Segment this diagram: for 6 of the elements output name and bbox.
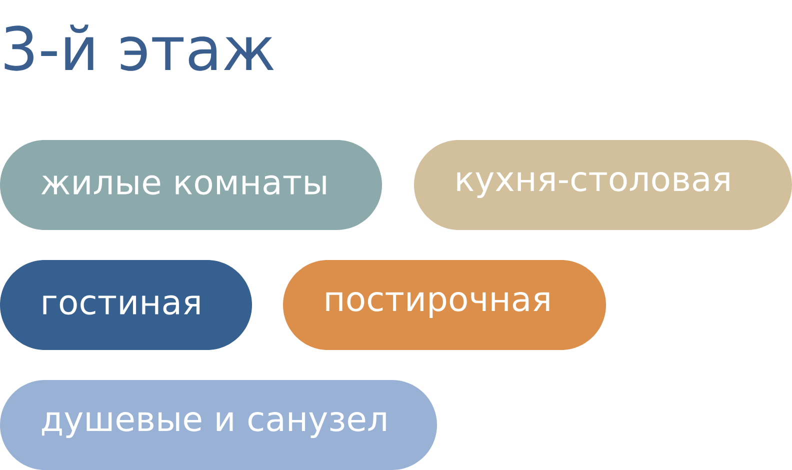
legend-item: жилые комнаты <box>0 140 382 230</box>
title: 3-й этаж <box>4 24 274 71</box>
legend-item: гостиная <box>0 260 252 350</box>
legend-item: душевые и санузел <box>0 380 437 470</box>
legend-item: постирочная <box>283 260 606 350</box>
legend-item: кухня-столовая <box>414 140 792 230</box>
